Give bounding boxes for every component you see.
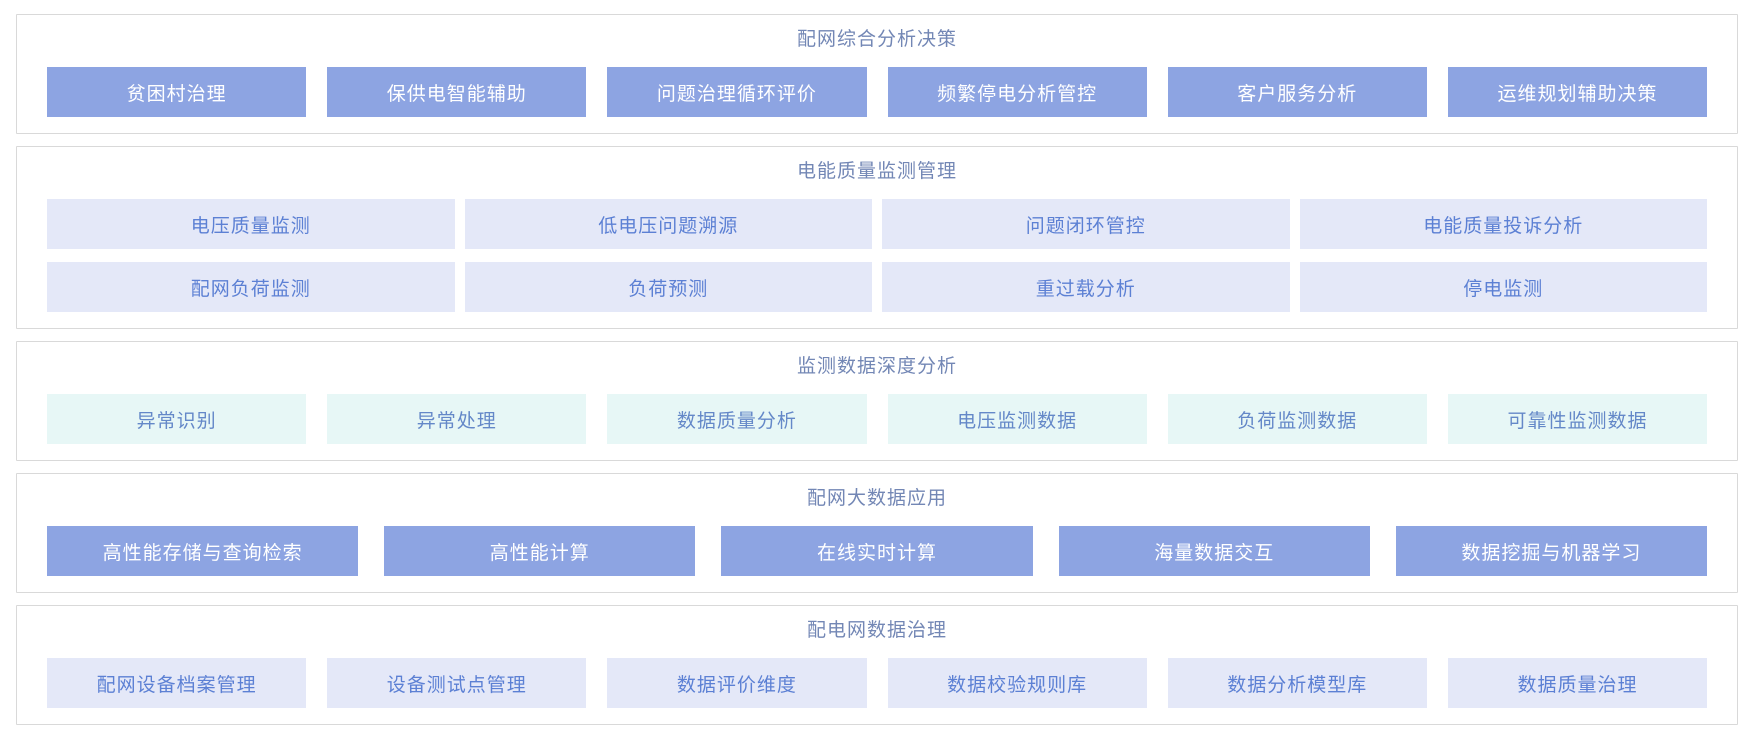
module-button[interactable]: 问题治理循环评价 [607, 67, 867, 117]
module-button[interactable]: 在线实时计算 [721, 526, 1033, 576]
section-card-comprehensive-analysis-decision: 配网综合分析决策贫困村治理保供电智能辅助问题治理循环评价频繁停电分析管控客户服务… [16, 14, 1738, 134]
module-button[interactable]: 低电压问题溯源 [464, 199, 872, 249]
module-button[interactable]: 问题闭环管控 [882, 199, 1290, 249]
module-button[interactable]: 海量数据交互 [1058, 526, 1370, 576]
module-button[interactable]: 异常处理 [327, 394, 587, 444]
module-button[interactable]: 负荷监测数据 [1167, 394, 1427, 444]
section-title-power-quality-monitoring: 电能质量监测管理 [796, 161, 957, 182]
module-button[interactable]: 设备测试点管理 [327, 658, 587, 708]
module-button[interactable]: 异常识别 [47, 394, 307, 444]
button-row: 配网设备档案管理设备测试点管理数据评价维度数据校验规则库数据分析模型库数据质量治… [47, 658, 1708, 708]
module-button[interactable]: 停电监测 [1299, 262, 1707, 312]
module-button[interactable]: 数据分析模型库 [1167, 658, 1427, 708]
module-button[interactable]: 负荷预测 [464, 262, 872, 312]
module-button[interactable]: 配网设备档案管理 [47, 658, 307, 708]
section-title-comprehensive-analysis-decision: 配网综合分析决策 [796, 29, 957, 50]
section-card-big-data-application: 配网大数据应用高性能存储与查询检索高性能计算在线实时计算海量数据交互数据挖掘与机… [16, 473, 1738, 593]
button-row: 电压质量监测低电压问题溯源问题闭环管控电能质量投诉分析 [47, 199, 1707, 249]
section-card-monitoring-data-deep-analysis: 监测数据深度分析异常识别异常处理数据质量分析电压监测数据负荷监测数据可靠性监测数… [16, 341, 1738, 461]
module-button[interactable]: 客户服务分析 [1167, 67, 1427, 117]
button-row: 贫困村治理保供电智能辅助问题治理循环评价频繁停电分析管控客户服务分析运维规划辅助… [47, 67, 1708, 117]
module-button[interactable]: 数据挖掘与机器学习 [1395, 526, 1708, 576]
module-button[interactable]: 电压质量监测 [47, 199, 455, 249]
module-button[interactable]: 频繁停电分析管控 [887, 67, 1147, 117]
module-button[interactable]: 数据评价维度 [607, 658, 867, 708]
module-button[interactable]: 电能质量投诉分析 [1299, 199, 1707, 249]
module-button[interactable]: 配网负荷监测 [47, 262, 455, 312]
section-title-big-data-application: 配网大数据应用 [806, 488, 947, 509]
section-title-monitoring-data-deep-analysis: 监测数据深度分析 [796, 356, 957, 377]
module-button[interactable]: 可靠性监测数据 [1447, 394, 1708, 444]
button-row: 高性能存储与查询检索高性能计算在线实时计算海量数据交互数据挖掘与机器学习 [47, 526, 1708, 576]
section-card-power-quality-monitoring: 电能质量监测管理电压质量监测低电压问题溯源问题闭环管控电能质量投诉分析配网负荷监… [16, 146, 1738, 329]
module-button[interactable]: 数据质量治理 [1447, 658, 1708, 708]
section-card-data-governance: 配电网数据治理配网设备档案管理设备测试点管理数据评价维度数据校验规则库数据分析模… [16, 605, 1738, 725]
module-button[interactable]: 电压监测数据 [887, 394, 1147, 444]
module-button[interactable]: 重过载分析 [882, 262, 1290, 312]
module-dashboard: 配网综合分析决策贫困村治理保供电智能辅助问题治理循环评价频繁停电分析管控客户服务… [16, 14, 1738, 725]
module-button[interactable]: 高性能存储与查询检索 [47, 526, 359, 576]
module-button[interactable]: 数据校验规则库 [887, 658, 1147, 708]
button-row: 配网负荷监测负荷预测重过载分析停电监测 [47, 262, 1707, 312]
module-button[interactable]: 数据质量分析 [607, 394, 867, 444]
module-button[interactable]: 运维规划辅助决策 [1447, 67, 1708, 117]
module-button[interactable]: 高性能计算 [384, 526, 696, 576]
module-button[interactable]: 保供电智能辅助 [327, 67, 587, 117]
section-title-data-governance: 配电网数据治理 [806, 620, 947, 641]
module-button[interactable]: 贫困村治理 [47, 67, 307, 117]
button-row: 异常识别异常处理数据质量分析电压监测数据负荷监测数据可靠性监测数据 [47, 394, 1708, 444]
